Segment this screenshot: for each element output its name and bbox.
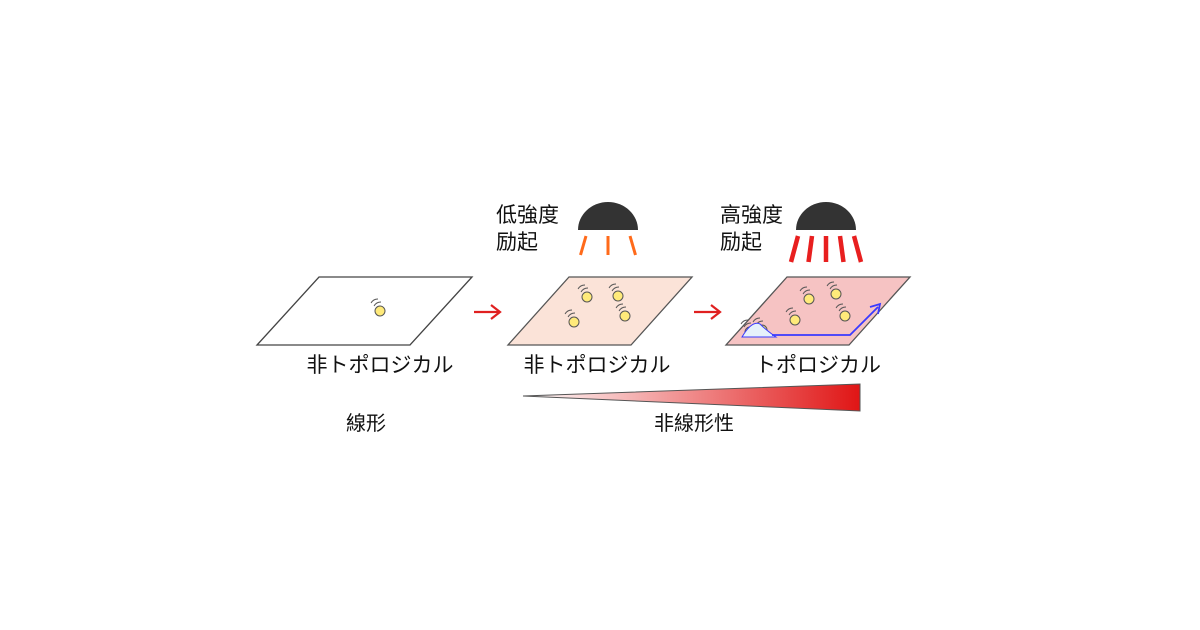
panel-high-intensity-surface [724,276,912,346]
panel-label-linear: 非トポロジカル [307,353,454,377]
edge-current-arrowhead [869,302,882,315]
particles-layer [370,281,851,338]
exciton-particle [608,283,624,302]
light-ray [579,235,588,256]
light-ray [628,235,637,256]
panel-label-low: 非トポロジカル [524,353,671,377]
rays-high [788,235,864,263]
panel-linear-surface [255,276,474,346]
edge-current-arrow [772,306,879,336]
low-excitation-line1: 低強度 [496,203,559,227]
regime-linear: 線形 [346,411,386,435]
exciton-particle [615,303,631,322]
light-ray [788,235,801,263]
edge-current [741,302,882,338]
exciton-particle [785,307,801,326]
exciton-particle [370,298,386,317]
regime-nonlinear: 非線形性 [654,411,734,435]
lamp-high-body [796,202,856,230]
light-ray [806,235,815,263]
nonlinearity-wedge [522,383,861,412]
light-ray [837,235,846,263]
high-excitation-line2: 励起 [720,230,762,254]
panel-low-intensity-surface [506,276,694,346]
lamp-high-intensity [788,202,864,263]
lamp-low-intensity [578,202,638,256]
light-ray [851,235,864,263]
arrow-low-to-high [694,304,722,320]
exciton-particle [799,286,815,305]
lamp-low-body [578,202,638,230]
panel-label-topological: トポロジカル [755,353,881,377]
exciton-particle [577,284,593,303]
high-excitation-line1: 高強度 [720,203,783,227]
exciton-particle [826,281,842,300]
low-excitation-line2: 励起 [496,230,538,254]
exciton-particle [564,309,580,328]
arrow-linear-to-low [474,304,502,320]
rays-low [579,235,637,256]
exciton-particle [835,303,851,322]
